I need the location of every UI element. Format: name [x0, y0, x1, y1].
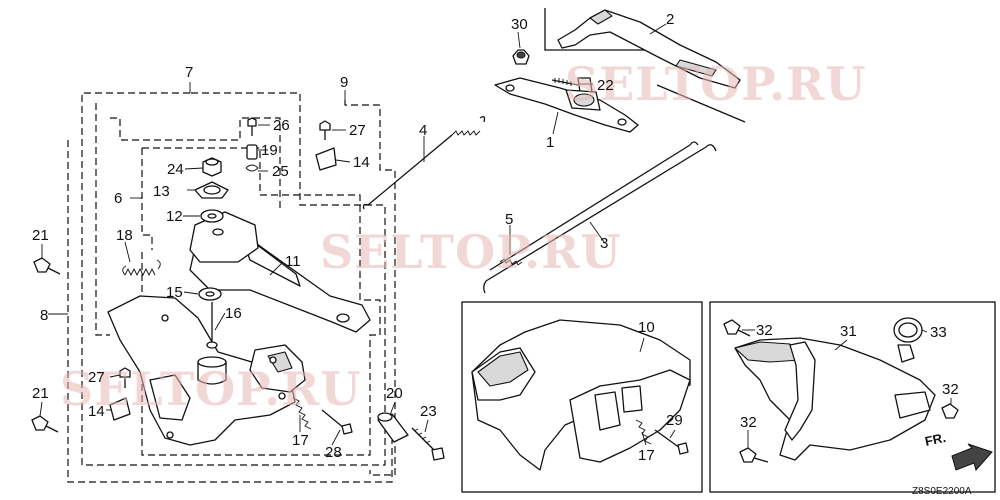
callout-2: 2 [666, 11, 674, 28]
callout-21-upper: 21 [32, 227, 49, 244]
callout-32-b: 32 [942, 381, 959, 398]
callout-1: 1 [546, 134, 554, 151]
callout-19: 19 [261, 142, 278, 159]
lever-2-frame [544, 8, 746, 123]
callout-32-a: 32 [756, 322, 773, 339]
clamp-14-lower [109, 397, 131, 421]
callout-31: 31 [840, 323, 857, 340]
screw-27-upper [319, 120, 331, 140]
box-31-frame [709, 301, 996, 493]
lever-2 [557, 9, 741, 89]
callout-30: 30 [511, 16, 528, 33]
spring-17-right [635, 419, 652, 445]
washer-12 [200, 209, 224, 223]
box-10-frame [461, 301, 703, 493]
governor-lever-plate [189, 211, 259, 263]
rod-3 [483, 141, 717, 294]
callout-16: 16 [225, 305, 242, 322]
callout-12: 12 [166, 208, 183, 225]
callout-labels: 1 2 3 4 5 6 7 8 9 10 11 12 13 14 14 15 1… [32, 11, 959, 464]
callout-29: 29 [666, 412, 683, 429]
callout-10: 10 [638, 319, 655, 336]
callout-17-left: 17 [292, 432, 309, 449]
direction-arrow [951, 443, 993, 472]
callout-15: 15 [166, 284, 183, 301]
bolt-23 [411, 427, 445, 461]
spring-18 [122, 259, 161, 277]
callout-24: 24 [167, 161, 184, 178]
rod-4 [362, 116, 486, 210]
bolt-21-upper [33, 257, 61, 275]
callout-17-right: 17 [638, 447, 655, 464]
pivot-shaft [197, 302, 227, 385]
bolt-29 [654, 429, 689, 455]
bolt-32-a [723, 319, 751, 337]
callout-33: 33 [930, 324, 947, 341]
callout-11: 11 [285, 253, 301, 270]
callout-22: 22 [597, 77, 614, 94]
grommet-33 [893, 317, 923, 363]
clamp-14-upper [315, 147, 337, 171]
cap-30 [512, 49, 530, 65]
nut-24 [202, 157, 222, 177]
bolt-32-c [739, 447, 769, 463]
callout-25: 25 [272, 163, 289, 180]
callout-18: 18 [116, 227, 133, 244]
callout-3: 3 [600, 235, 608, 252]
watermark-middle: SELTOP.RU [320, 225, 622, 279]
figure-code: Z8S0E2200A [912, 486, 972, 497]
cover-10 [471, 319, 691, 471]
watermark-bottom: SELTOP.RU [60, 362, 362, 416]
callout-7: 7 [185, 64, 193, 81]
screw-26 [247, 117, 257, 136]
direction-label: FR. [924, 430, 948, 449]
spring-5 [499, 258, 523, 266]
callout-27-lower: 27 [88, 369, 105, 386]
bolt-32-b [941, 403, 959, 419]
leader-lines [39, 23, 952, 448]
callout-21-lower: 21 [32, 385, 49, 402]
callout-23: 23 [420, 403, 437, 420]
callout-14-lower: 14 [88, 403, 105, 420]
washer-15 [198, 287, 222, 301]
collar-19 [246, 144, 258, 160]
callout-28: 28 [325, 444, 342, 461]
spacer-20 [377, 412, 409, 443]
bolt-28 [321, 409, 353, 435]
callout-9: 9 [340, 74, 348, 91]
callout-20: 20 [386, 385, 403, 402]
lever-1 [494, 77, 639, 133]
callout-6: 6 [114, 190, 122, 207]
plate-13 [194, 181, 229, 199]
screw-27-lower [119, 367, 131, 388]
callout-32-c: 32 [740, 414, 757, 431]
group-frames [67, 92, 396, 483]
clip-25 [245, 164, 259, 172]
callout-4: 4 [419, 122, 427, 139]
callout-5: 5 [505, 211, 513, 228]
callout-26: 26 [273, 117, 290, 134]
spring-17-left [292, 397, 312, 430]
callout-13: 13 [153, 183, 170, 200]
callout-27-upper: 27 [349, 122, 366, 139]
callout-8: 8 [40, 307, 48, 324]
callout-14-upper: 14 [353, 154, 370, 171]
watermark-top: SELTOP.RU [565, 57, 867, 111]
bolt-21-lower [31, 415, 59, 433]
cover-31 [734, 337, 936, 461]
